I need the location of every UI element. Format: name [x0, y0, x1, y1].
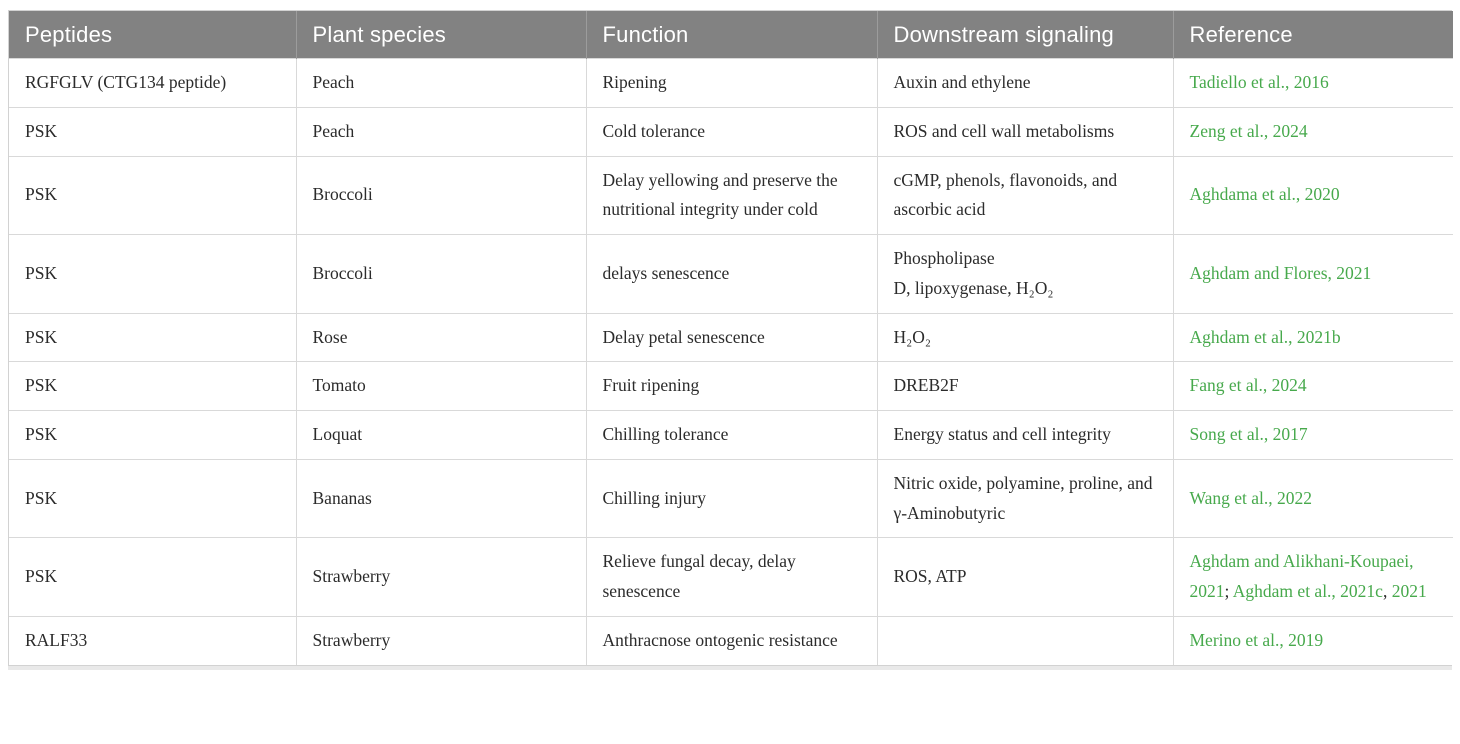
species-cell: Strawberry — [295, 537, 586, 617]
species-cell: Strawberry — [295, 615, 586, 665]
function-cell: Relieve fungal decay, delay senescence — [585, 537, 877, 617]
reference-link[interactable]: Aghdama et al., 2020 — [1189, 184, 1340, 205]
reference-link[interactable]: Zeng et al., 2024 — [1189, 120, 1308, 141]
species-cell: Peach — [295, 58, 586, 108]
reference-cell: Wang et al., 2022 — [1172, 458, 1453, 538]
peptide-cell: PSK — [9, 537, 296, 617]
function-cell: Chilling injury — [585, 458, 877, 538]
function-cell: Anthracnose ontogenic resistance — [585, 615, 877, 665]
reference-separator: ; — [1224, 581, 1233, 601]
function-cell: Delay yellowing and preserve the nutriti… — [585, 155, 877, 235]
species-cell: Bananas — [295, 458, 586, 538]
signaling-cell: H₂O₂ — [876, 312, 1173, 362]
species-cell: Peach — [295, 106, 586, 156]
signaling-cell: cGMP, phenols, flavonoids, and ascorbic … — [876, 155, 1173, 235]
reference-cell: Tadiello et al., 2016 — [1172, 58, 1453, 108]
species-cell: Loquat — [295, 410, 586, 460]
signaling-cell: Nitric oxide, polyamine, proline, and γ-… — [876, 458, 1173, 538]
function-cell: Delay petal senescence — [585, 312, 877, 362]
peptide-cell: PSK — [9, 458, 296, 538]
reference-link[interactable]: Tadiello et al., 2016 — [1189, 72, 1329, 92]
table-row: PSK Broccoli delays senescence Phospholi… — [9, 234, 1453, 313]
signaling-cell: DREB2F — [876, 361, 1173, 411]
peptide-cell: PSK — [9, 410, 296, 460]
function-cell: delays senescence — [585, 234, 877, 313]
signaling-cell: Auxin and ethylene — [876, 58, 1173, 108]
table-row: PSK Tomato Fruit ripening DREB2F Fang et… — [9, 361, 1453, 411]
reference-cell: Zeng et al., 2024 — [1172, 106, 1453, 156]
table-row: PSK Strawberry Relieve fungal decay, del… — [9, 537, 1453, 617]
reference-cell: Fang et al., 2024 — [1172, 361, 1453, 411]
reference-cell: Song et al., 2017 — [1172, 410, 1453, 460]
column-header-function: Function — [585, 11, 877, 59]
function-cell: Ripening — [585, 58, 877, 108]
reference-link[interactable]: Merino et al., 2019 — [1189, 629, 1324, 650]
species-cell: Rose — [295, 312, 586, 362]
reference-link[interactable]: Fang et al., 2024 — [1189, 375, 1307, 396]
reference-link[interactable]: Aghdam et al., 2021c — [1232, 581, 1383, 601]
column-header-reference: Reference — [1172, 11, 1453, 59]
peptides-table-container: Peptides Plant species Function Downstre… — [8, 10, 1453, 666]
reference-cell: Aghdam and Flores, 2021 — [1172, 234, 1453, 313]
signaling-cell: Energy status and cell integrity — [876, 410, 1173, 460]
reference-cell: Aghdam and Alikhani-Koupaei, 2021; Aghda… — [1172, 537, 1453, 617]
table-row: PSK Broccoli Delay yellowing and preserv… — [9, 155, 1453, 235]
reference-cell: Aghdama et al., 2020 — [1172, 155, 1453, 235]
peptides-table: Peptides Plant species Function Downstre… — [9, 11, 1453, 665]
peptide-cell: PSK — [9, 106, 296, 156]
peptide-cell: PSK — [9, 312, 296, 362]
reference-separator: , — [1382, 581, 1392, 601]
table-bottom-band — [8, 665, 1452, 670]
table-row: PSK Peach Cold tolerance ROS and cell wa… — [9, 106, 1453, 156]
signaling-cell: ROS, ATP — [876, 537, 1173, 617]
table-row: PSK Loquat Chilling tolerance Energy sta… — [9, 410, 1453, 460]
table-row: RALF33 Strawberry Anthracnose ontogenic … — [9, 615, 1453, 665]
column-header-plant-species: Plant species — [295, 11, 586, 59]
peptide-cell: RGFGLV (CTG134 peptide) — [9, 58, 296, 108]
signaling-cell: Phospholipase D, lipoxygenase, H₂O₂ — [876, 234, 1173, 313]
peptide-cell: PSK — [9, 155, 296, 235]
table-row: PSK Bananas Chilling injury Nitric oxide… — [9, 458, 1453, 538]
signaling-cell — [876, 615, 1173, 665]
reference-cell: Aghdam et al., 2021b — [1172, 312, 1453, 362]
reference-link[interactable]: 2021 — [1391, 581, 1427, 601]
column-header-peptides: Peptides — [9, 11, 296, 59]
table-body: RGFGLV (CTG134 peptide) Peach Ripening A… — [9, 58, 1453, 665]
species-cell: Broccoli — [295, 155, 586, 235]
reference-link[interactable]: Aghdam and Flores, 2021 — [1189, 262, 1372, 283]
peptide-cell: RALF33 — [9, 615, 296, 665]
table-row: PSK Rose Delay petal senescence H₂O₂ Agh… — [9, 312, 1453, 362]
species-cell: Tomato — [295, 361, 586, 411]
reference-link[interactable]: Wang et al., 2022 — [1189, 487, 1313, 508]
header-row: Peptides Plant species Function Downstre… — [9, 11, 1453, 59]
signaling-cell: ROS and cell wall metabolisms — [876, 106, 1173, 156]
reference-link[interactable]: Aghdam and Alikhani-Koupaei, 2021 — [1189, 551, 1414, 601]
peptide-cell: PSK — [9, 234, 296, 313]
table-row: RGFGLV (CTG134 peptide) Peach Ripening A… — [9, 58, 1453, 108]
column-header-downstream-signaling: Downstream signaling — [876, 11, 1173, 59]
function-cell: Cold tolerance — [585, 106, 877, 156]
species-cell: Broccoli — [295, 234, 586, 313]
function-cell: Fruit ripening — [585, 361, 877, 411]
function-cell: Chilling tolerance — [585, 410, 877, 460]
reference-link[interactable]: Song et al., 2017 — [1189, 424, 1308, 444]
reference-cell: Merino et al., 2019 — [1172, 615, 1453, 665]
reference-link[interactable]: Aghdam et al., 2021b — [1189, 326, 1341, 347]
peptide-cell: PSK — [9, 361, 296, 411]
